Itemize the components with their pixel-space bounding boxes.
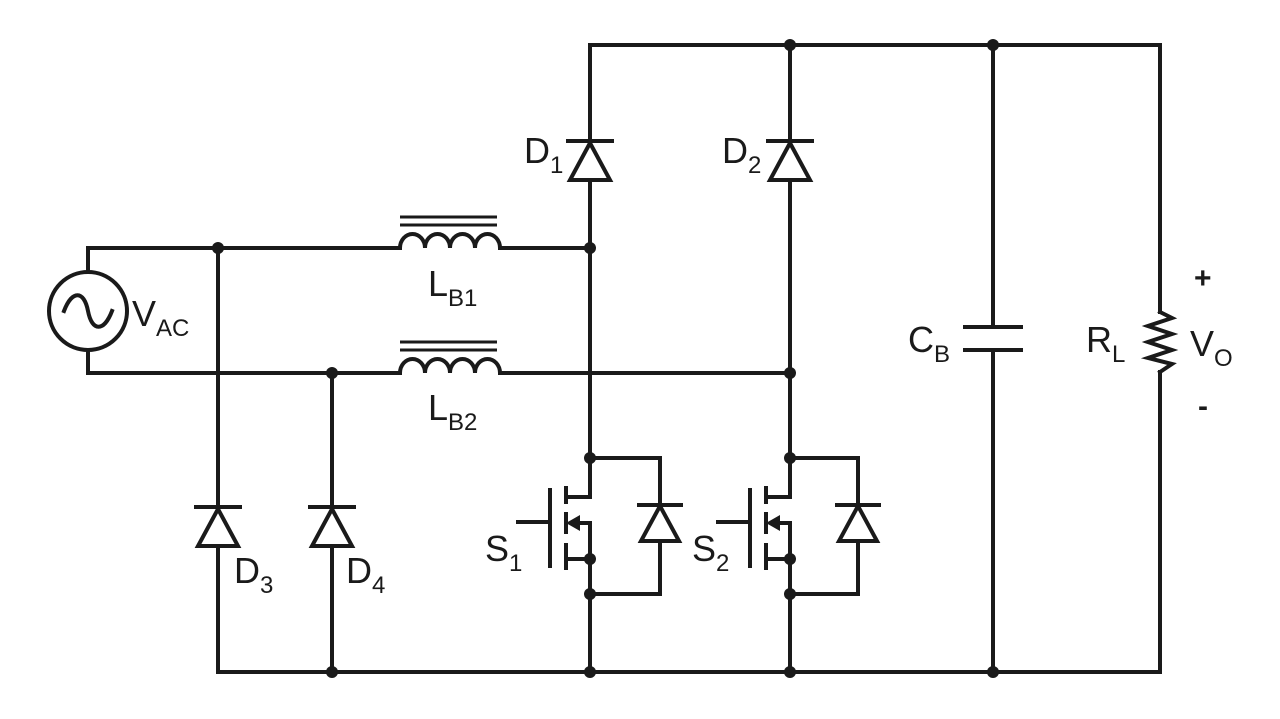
label-rl: RL <box>1086 319 1125 368</box>
output-minus: - <box>1198 390 1208 423</box>
label-vac: VAC <box>132 293 189 342</box>
label-d3: D3 <box>234 550 273 599</box>
label-s2: S2 <box>692 528 729 577</box>
mosfet-s1 <box>516 456 683 596</box>
output-plus: + <box>1194 262 1212 295</box>
ac-source <box>47 270 129 352</box>
label-lb2: LB2 <box>428 387 477 436</box>
diode-d4 <box>308 504 356 548</box>
label-cb: CB <box>908 319 950 368</box>
resistor-rl <box>1140 309 1179 375</box>
label-lb1: LB1 <box>428 263 477 312</box>
diode-d2 <box>766 138 814 182</box>
label-d1: D1 <box>524 130 563 179</box>
capacitor-cb <box>963 325 1023 352</box>
diode-d3 <box>194 504 242 548</box>
label-vo: VO <box>1190 323 1233 372</box>
junctions <box>212 39 999 678</box>
diode-d1 <box>566 138 614 182</box>
label-d2: D2 <box>722 130 761 179</box>
label-s1: S1 <box>485 528 522 577</box>
inductor-lb2 <box>397 340 503 376</box>
mosfet-s2 <box>716 456 881 596</box>
label-d4: D4 <box>346 550 385 599</box>
inductor-lb1 <box>397 215 503 251</box>
